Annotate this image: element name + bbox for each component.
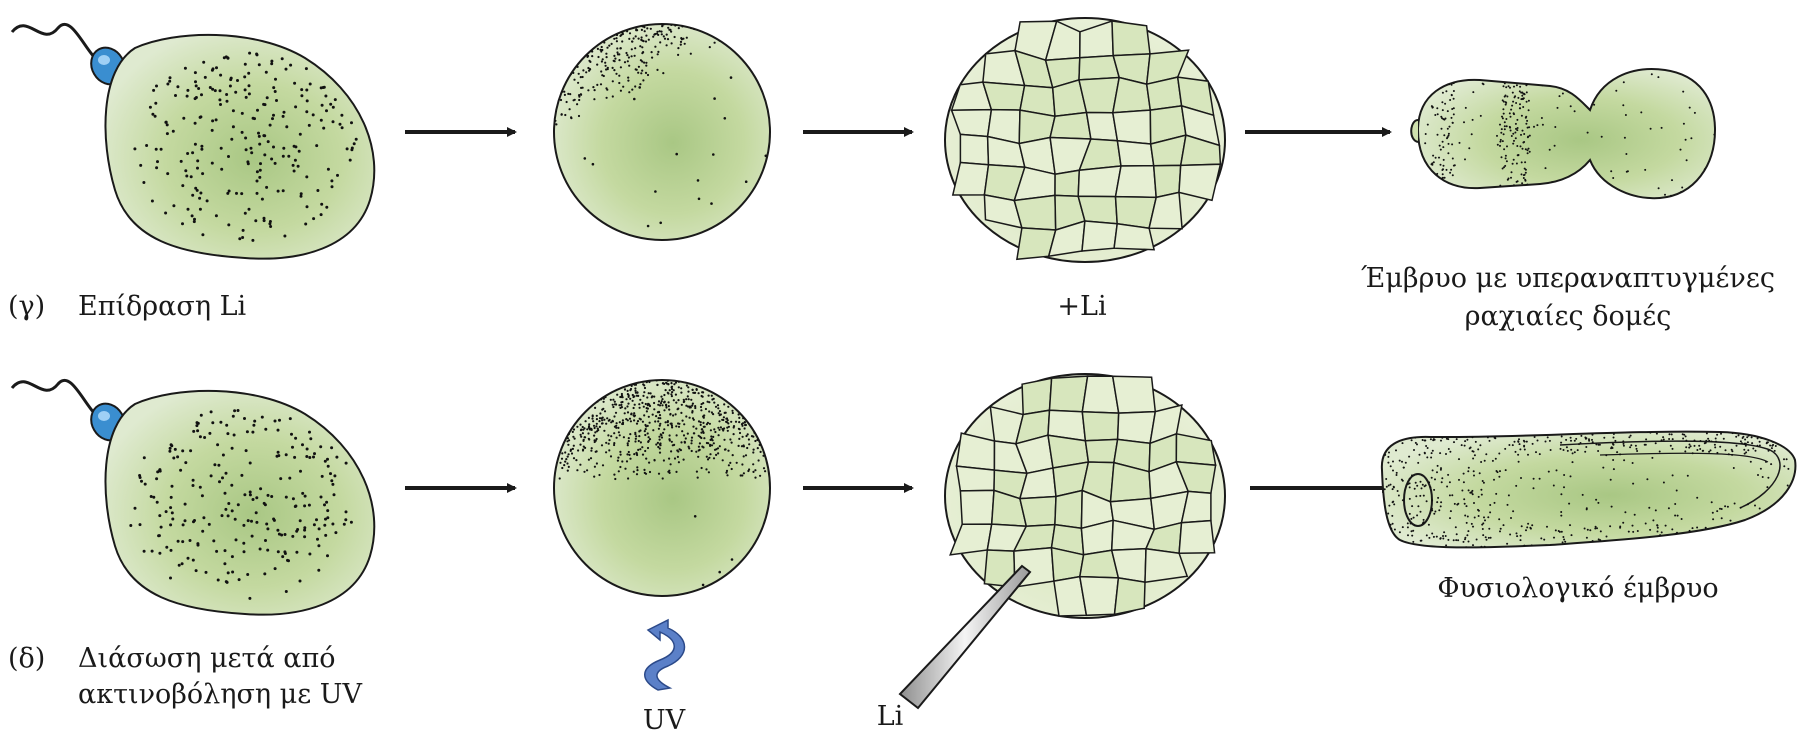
li-pipette-label: Li xyxy=(877,700,904,734)
uv-irradiated-egg xyxy=(553,379,771,596)
dorsalized-embryo-caption-line2: ραχιαίες δομές xyxy=(1465,300,1672,334)
blastula-li-injected xyxy=(945,374,1225,618)
fertilized-egg xyxy=(105,391,374,615)
row-gamma-title: Επίδραση Li xyxy=(78,290,246,324)
blastula-li-treated xyxy=(945,18,1225,262)
row-delta-title-line1: Διάσωση μετά από xyxy=(78,642,335,676)
dorsalized-embryo-caption-line1: Έμβρυο με υπεραναπτυγμένες xyxy=(1361,262,1775,296)
row-delta-title-line2: ακτινοβόληση με UV xyxy=(78,678,362,712)
row-gamma-tag: (γ) xyxy=(8,290,45,324)
injection-pipette-icon xyxy=(900,566,1030,708)
uv-label: UV xyxy=(643,704,685,738)
treatment-li-label: +Li xyxy=(1057,290,1106,324)
uv-arrow-icon xyxy=(645,620,685,690)
rotated-egg-dorsal-shift xyxy=(553,23,770,240)
dorsalized-embryo xyxy=(1411,66,1719,203)
normal-tadpole-embryo xyxy=(1379,429,1799,553)
row-delta-tag: (δ) xyxy=(8,642,45,676)
normal-embryo-caption: Φυσιολογικό έμβρυο xyxy=(1437,572,1718,606)
fertilized-egg xyxy=(105,35,374,259)
